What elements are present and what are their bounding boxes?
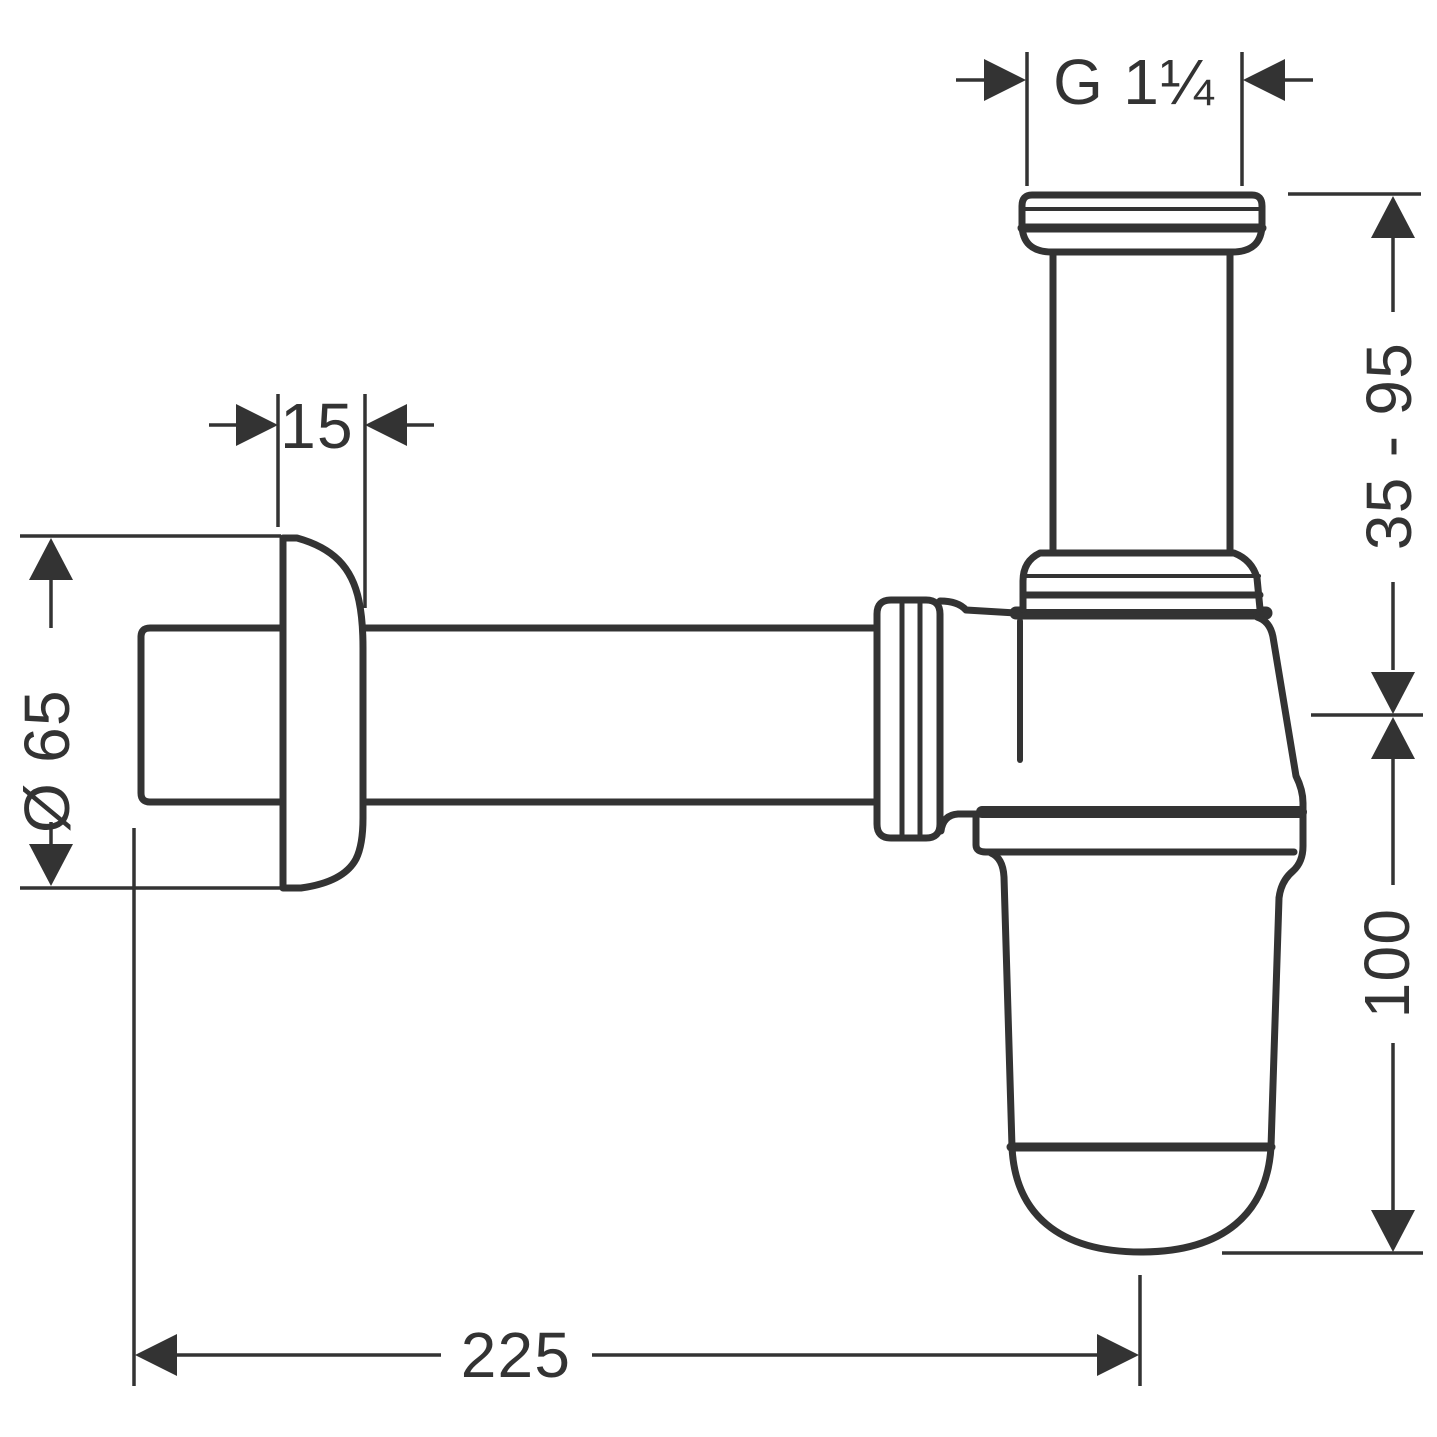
body-inlet-bottom-edge (937, 810, 990, 856)
dim-cup-height: 100 (1222, 717, 1423, 1255)
dim-label-pipe-diameter: Ø 65 (11, 689, 83, 833)
dim-label-thread: G 1¼ (1053, 46, 1215, 118)
dim-label-flange-depth: 15 (280, 390, 354, 462)
body-inlet-top-edge (936, 597, 1020, 617)
arrowhead-left-icon (135, 1334, 177, 1376)
arrowhead-right-icon (236, 404, 278, 446)
part-vertical-tube (1017, 191, 1267, 613)
arrowhead-down-icon (1371, 1210, 1415, 1252)
dim-inlet-height-range: 35 - 95 (1288, 192, 1425, 717)
lower-nut-outline (1019, 549, 1264, 613)
cup-left-wall (987, 849, 1016, 1151)
pipe-nut-outline (873, 596, 944, 842)
arrowhead-right-icon (1097, 1334, 1139, 1376)
dim-flange-depth: 15 (209, 390, 434, 608)
body-right-edge (1253, 613, 1307, 902)
dim-pipe-diameter: Ø 65 (11, 534, 281, 890)
part-trap-body (936, 597, 1307, 902)
flange-outline (279, 534, 367, 892)
cup-right-wall (1267, 894, 1283, 1151)
arrowhead-down-icon (29, 844, 73, 886)
arrowhead-left-icon (1243, 59, 1285, 101)
part-cup (987, 849, 1283, 1256)
dim-label-inlet-height: 35 - 95 (1353, 342, 1425, 550)
part-wall-flange (279, 534, 367, 892)
arrowhead-up-icon (29, 538, 73, 580)
arrowhead-up-icon (1371, 717, 1415, 759)
dim-label-cup-height: 100 (1351, 908, 1423, 1019)
arrowhead-left-icon (365, 404, 407, 446)
dim-label-overall-length: 225 (461, 1319, 572, 1391)
dim-thread-size: G 1¼ (956, 46, 1313, 186)
arrowhead-down-icon (1371, 672, 1415, 714)
dim-overall-length: 225 (132, 828, 1142, 1391)
part-wall-pipe (137, 624, 881, 806)
wall-pipe-left-segment (137, 624, 286, 806)
cup-bowl (1008, 1143, 1275, 1256)
arrowhead-right-icon (984, 59, 1026, 101)
arrowhead-up-icon (1371, 196, 1415, 238)
part-pipe-nut (873, 596, 944, 842)
